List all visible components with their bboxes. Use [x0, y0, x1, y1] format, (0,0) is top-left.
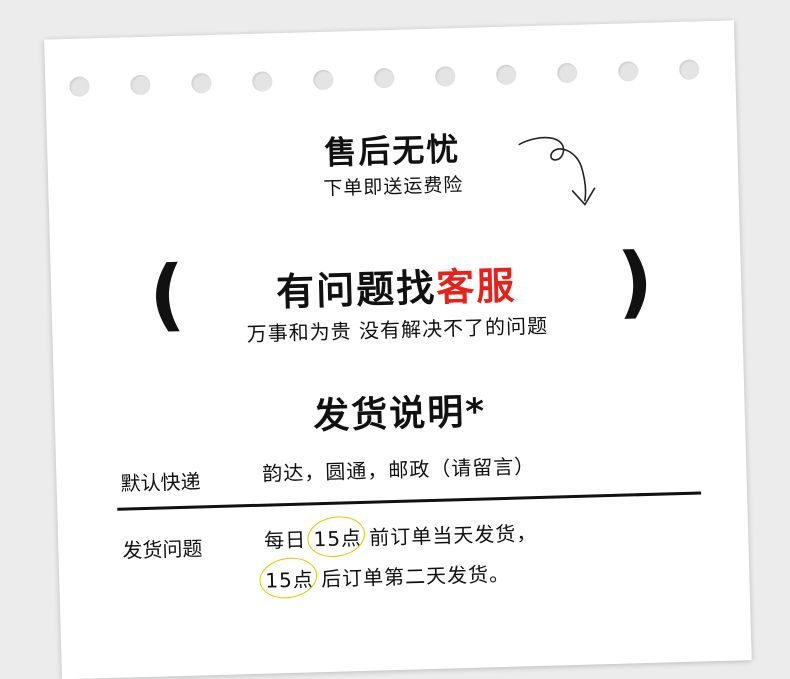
headline-main: 有问题找: [275, 265, 437, 315]
courier-label: 默认快递: [120, 469, 201, 496]
line2-suffix: 后订单第二天发货。: [320, 561, 511, 592]
shipping-title: 发货说明*: [312, 391, 487, 438]
highlight-circle: [304, 512, 369, 562]
binder-hole: [678, 59, 700, 80]
binder-hole: [252, 71, 273, 92]
highlighted-time: 15点: [304, 512, 369, 562]
binder-hole: [130, 74, 151, 96]
line1-prefix: 每日: [263, 527, 307, 553]
courier-value: 韵达，圆通，邮政（请留言）: [262, 454, 536, 486]
notepaper-card: 售后无忧 下单即送运费险 ( ) 有问题找客服 万事和为贵 没有解决不了的问题 …: [44, 20, 752, 679]
binder-hole: [496, 64, 517, 86]
binder-hole: [556, 62, 578, 84]
binder-hole: [374, 67, 395, 89]
binder-hole: [69, 76, 90, 97]
binder-hole: [313, 69, 334, 91]
section-divider: [117, 491, 702, 511]
curly-arrow-icon: [518, 136, 596, 206]
highlight-circle: [256, 553, 321, 603]
headline-accent: 客服: [435, 263, 517, 310]
binder-hole: [191, 72, 212, 94]
binder-hole: [617, 61, 639, 82]
binder-hole: [435, 66, 456, 87]
shipping-line-1: 每日 15点 前订单当天发货，: [263, 512, 538, 562]
shipping-question-label: 发货问题: [122, 536, 203, 563]
line1-suffix: 前订单当天发货，: [369, 521, 538, 550]
shipping-line-2: 15点 后订单第二天发货。: [256, 553, 511, 603]
highlighted-time: 15点: [256, 553, 321, 603]
